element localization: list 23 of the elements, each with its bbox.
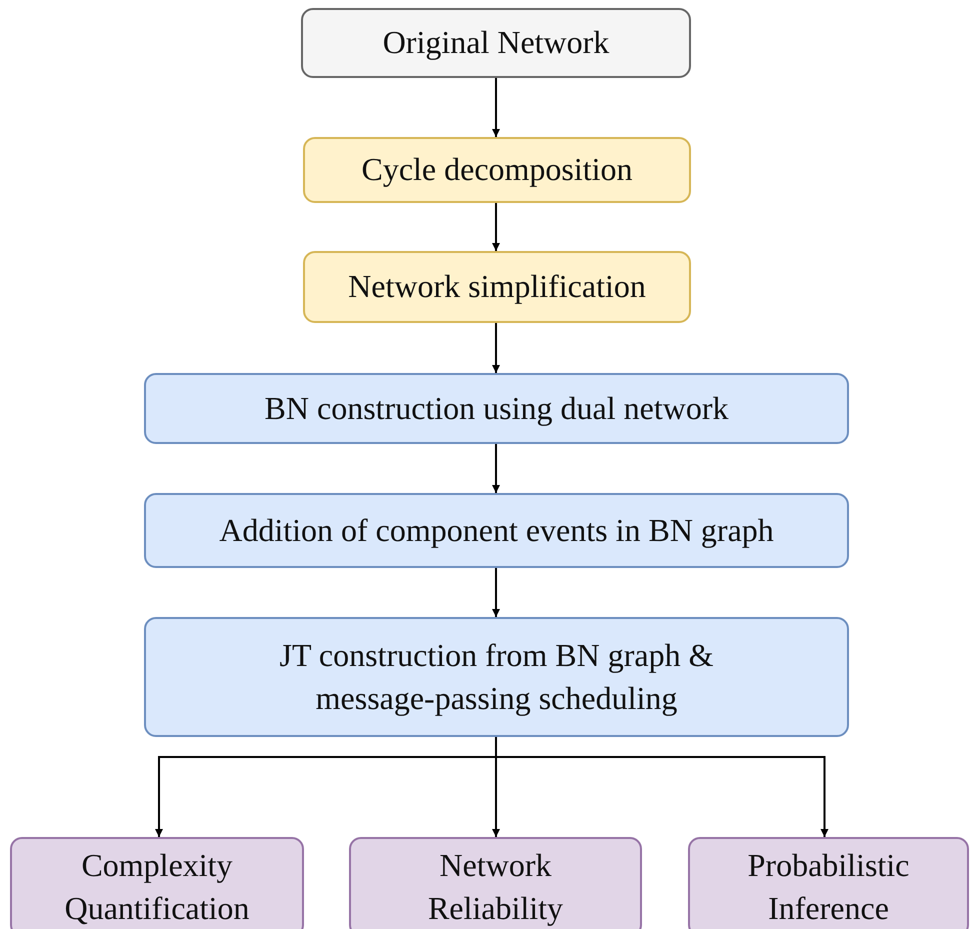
step-label: Complexity Quantification	[64, 846, 250, 928]
process-box	[144, 493, 849, 568]
step-label: BN construction using dual network	[264, 388, 728, 428]
step-label: Cycle decomposition	[361, 150, 633, 190]
process-box	[144, 617, 849, 737]
process-box	[301, 8, 691, 78]
arrow	[492, 444, 500, 493]
process-box	[303, 251, 691, 323]
step-label: JT construction from BN graph & message-passing scheduling	[278, 636, 714, 718]
process-box	[688, 837, 969, 929]
arrow	[492, 78, 500, 137]
process-box	[303, 137, 691, 203]
step-label: Network simplification	[348, 267, 646, 306]
step-label: Probabilistic Inference	[746, 846, 910, 928]
arrow	[492, 568, 500, 617]
step-label: Network Reliability	[426, 846, 564, 928]
process-box	[349, 837, 642, 929]
process-box	[144, 373, 849, 444]
step-label: Original Network	[382, 23, 610, 62]
process-box	[10, 837, 304, 929]
arrow	[492, 203, 500, 251]
arrow	[492, 323, 500, 373]
step-label: Addition of component events in BN graph	[219, 510, 774, 550]
